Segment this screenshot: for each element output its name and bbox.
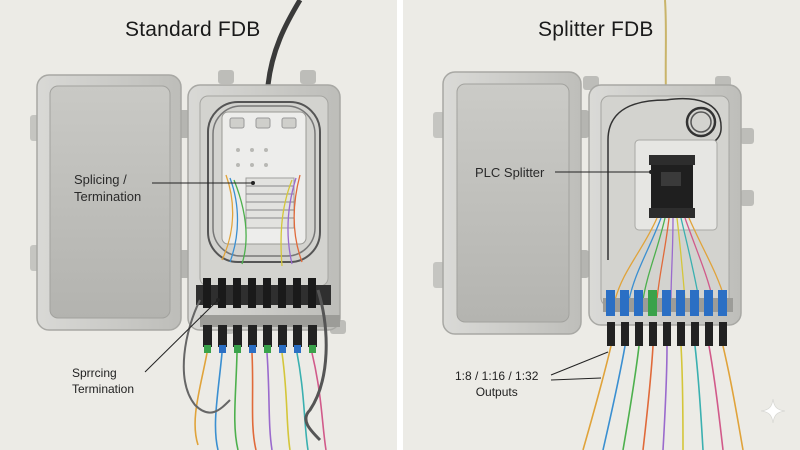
feed-fiber [664,0,667,96]
label-line: 1:8 / 1:16 / 1:32 [455,369,539,383]
splitter-fdb-title: Splitter FDB [538,18,654,41]
mount-tab [740,190,754,206]
plc-splitter-label: PLC Splitter [475,165,545,180]
label-line: Sprrcing [72,366,117,380]
label-line: Outputs [475,385,518,399]
leader-line-outputs [550,377,602,381]
door-recess [49,85,171,319]
standard-fdb-title: Standard FDB [125,18,261,41]
cable-loop [207,101,321,263]
mount-tab [218,70,234,84]
output-drop-cables [582,345,744,450]
outside-termination-label: Sprrcing Termination [72,365,134,397]
leader-line-outside [144,299,219,373]
leader-line-outputs [550,351,609,376]
outputs-label: 1:8 / 1:16 / 1:32 Outputs [455,368,538,400]
mount-tab [740,128,754,144]
splitter-fdb-illustration [433,0,754,450]
outer-connectors [200,315,340,353]
plc-splitter-module [651,158,693,216]
adapter-row [196,278,331,308]
adapter-row [603,290,733,316]
splitter-fdb-panel: Splitter FDB PLC Splitter 1:8 / 1:16 / 1… [403,0,800,450]
feed-cable [265,0,303,86]
label-line: Termination [74,189,142,204]
panel-divider [397,0,403,450]
splicing-termination-label: Splicing / Termination [74,171,141,205]
door-recess [456,83,570,323]
label-line: Termination [72,382,135,396]
standard-fdb-panel: Standard FDB Splicing / Termination Sprr… [0,0,397,450]
label-line: Splicing / [74,172,127,187]
latch [433,262,445,288]
drop-cables [182,289,328,450]
latch [433,112,445,138]
fiber-coil [685,106,717,138]
sparkle-icon [760,398,786,424]
outer-connectors [607,322,727,346]
cable-loop-inner [212,105,316,257]
mount-tab [300,70,316,84]
standard-fdb-illustration [30,0,346,450]
